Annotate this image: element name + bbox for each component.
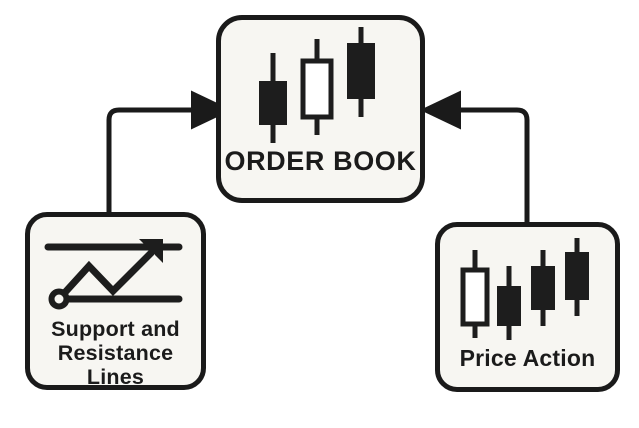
zigzag-price-path — [55, 244, 159, 302]
trend-arrow-head-icon — [138, 239, 163, 263]
support-label-line-1: Support and — [51, 317, 180, 341]
candle-3-body — [346, 43, 375, 99]
support-to-order-book-arrow — [106, 90, 232, 214]
node-support-resistance[interactable]: Support and Resistance Lines — [25, 212, 206, 390]
support-icon-wrap — [30, 217, 201, 313]
pa-candle-3-body — [530, 265, 555, 310]
candlestick-sequence-icon — [460, 237, 589, 340]
pa-candle-1-body — [460, 267, 489, 326]
candlestick-chart-icon — [258, 27, 375, 143]
price-action-icon-wrap — [440, 227, 615, 342]
order-book-label: ORDER BOOK — [224, 146, 417, 176]
support-resistance-label: Support and Resistance Lines — [30, 317, 201, 389]
candle-1-body — [258, 81, 287, 125]
price-action-to-order-book-arrow — [420, 90, 530, 226]
order-book-icon-wrap — [221, 20, 420, 144]
pa-candle-2-body — [496, 285, 521, 326]
node-order-book[interactable]: ORDER BOOK — [216, 15, 425, 203]
node-price-action[interactable]: Price Action — [435, 222, 620, 392]
candle-2-body — [300, 58, 333, 120]
origin-dot-icon — [48, 288, 69, 310]
support-label-line-2: Resistance Lines — [57, 341, 174, 390]
pa-candle-4-body — [564, 251, 589, 300]
price-action-label: Price Action — [459, 345, 596, 371]
trend-lines-icon — [44, 239, 182, 310]
